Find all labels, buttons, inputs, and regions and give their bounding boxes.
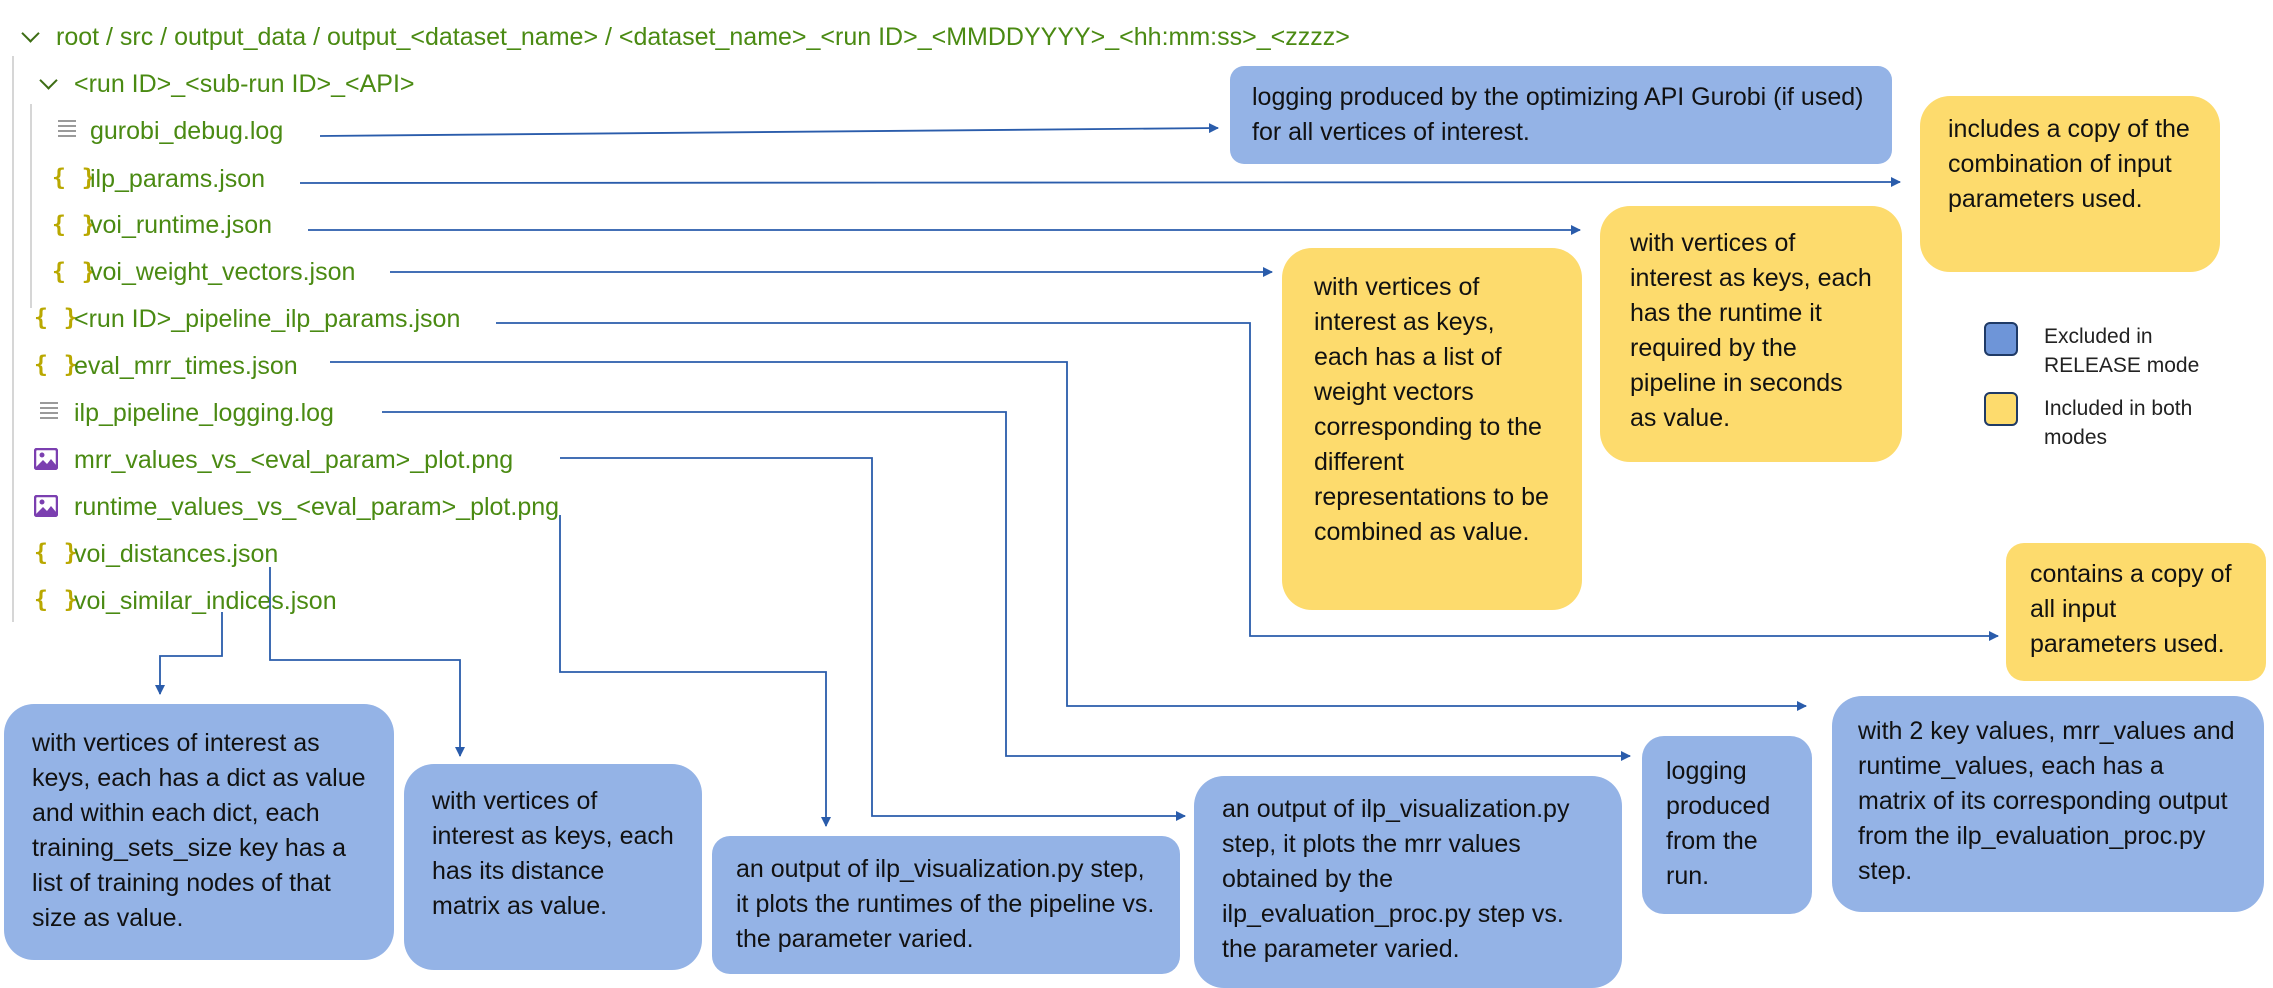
json-braces-icon: { } xyxy=(34,587,79,613)
arrow-gurobi-debug xyxy=(319,123,1219,137)
desc-voi-similar-indices: with vertices of interest as keys, each … xyxy=(4,704,394,960)
image-file-icon xyxy=(33,494,59,518)
image-file-icon xyxy=(33,447,59,471)
indent-guide xyxy=(30,104,32,308)
indent-guide xyxy=(12,56,14,622)
file-runtime-plot[interactable]: runtime_values_vs_<eval_param>_plot.png xyxy=(74,493,560,521)
legend-swatch-excluded xyxy=(1984,322,2018,356)
desc-ilp-pipeline-logging: logging produced from the run. xyxy=(1642,736,1812,914)
arrow-ilp-params xyxy=(299,177,1901,188)
desc-voi-distances: with vertices of interest as keys, each … xyxy=(404,764,702,970)
file-pipeline-ilp-params[interactable]: <run ID>_pipeline_ilp_params.json xyxy=(74,305,461,333)
legend-label-excluded: Excluded in RELEASE mode xyxy=(2044,325,2200,377)
file-gurobi-debug[interactable]: gurobi_debug.log xyxy=(90,117,284,145)
json-braces-icon: { } xyxy=(34,352,79,378)
desc-voi-weight-vectors: with vertices of interest as keys, each … xyxy=(1282,248,1582,610)
file-mrr-plot[interactable]: mrr_values_vs_<eval_param>_plot.png xyxy=(74,446,514,474)
arrow-voi-similar-indices xyxy=(155,612,223,695)
arrow-runtime-plot xyxy=(559,515,831,827)
legend-swatch-included xyxy=(1984,392,2018,426)
file-voi-similar-indices[interactable]: voi_similar_indices.json xyxy=(74,587,337,615)
file-voi-weight-vectors[interactable]: voi_weight_vectors.json xyxy=(90,258,356,286)
file-ilp-params[interactable]: ilp_params.json xyxy=(90,165,266,193)
desc-mrr-plot: an output of ilp_visualization.py step, … xyxy=(1194,776,1622,988)
file-ilp-pipeline-logging[interactable]: ilp_pipeline_logging.log xyxy=(74,399,334,427)
desc-eval-mrr-times: with 2 key values, mrr_values and runtim… xyxy=(1832,696,2264,912)
arrow-eval-mrr-times xyxy=(330,361,1807,711)
json-braces-icon: { } xyxy=(34,305,79,331)
desc-gurobi-debug: logging produced by the optimizing API G… xyxy=(1230,66,1892,164)
subrun-folder[interactable]: <run ID>_<sub-run ID>_<API> xyxy=(74,70,415,98)
root-path[interactable]: root / src / output_data / output_<datas… xyxy=(56,23,1350,51)
file-eval-mrr-times[interactable]: eval_mrr_times.json xyxy=(74,352,298,380)
file-voi-runtime[interactable]: voi_runtime.json xyxy=(90,211,273,239)
arrow-ilp-pipeline-logging xyxy=(382,411,1631,761)
log-file-icon xyxy=(58,120,76,138)
desc-ilp-params: includes a copy of the combination of in… xyxy=(1920,96,2220,272)
json-braces-icon: { } xyxy=(52,259,97,285)
arrow-mrr-plot xyxy=(560,457,1186,821)
log-file-icon xyxy=(40,402,58,420)
arrow-pipeline-ilp-params xyxy=(496,322,1999,641)
json-braces-icon: { } xyxy=(52,212,97,238)
arrow-voi-distances xyxy=(269,567,465,757)
desc-runtime-plot: an output of ilp_visualization.py step, … xyxy=(712,836,1180,974)
legend-label-included: Included in both modes xyxy=(2044,397,2193,449)
desc-voi-runtime: with vertices of interest as keys, each … xyxy=(1600,206,1902,462)
desc-pipeline-ilp-params: contains a copy of all input parameters … xyxy=(2006,543,2266,681)
json-braces-icon: { } xyxy=(34,540,79,566)
file-voi-distances[interactable]: voi_distances.json xyxy=(74,540,279,568)
json-braces-icon: { } xyxy=(52,165,97,191)
